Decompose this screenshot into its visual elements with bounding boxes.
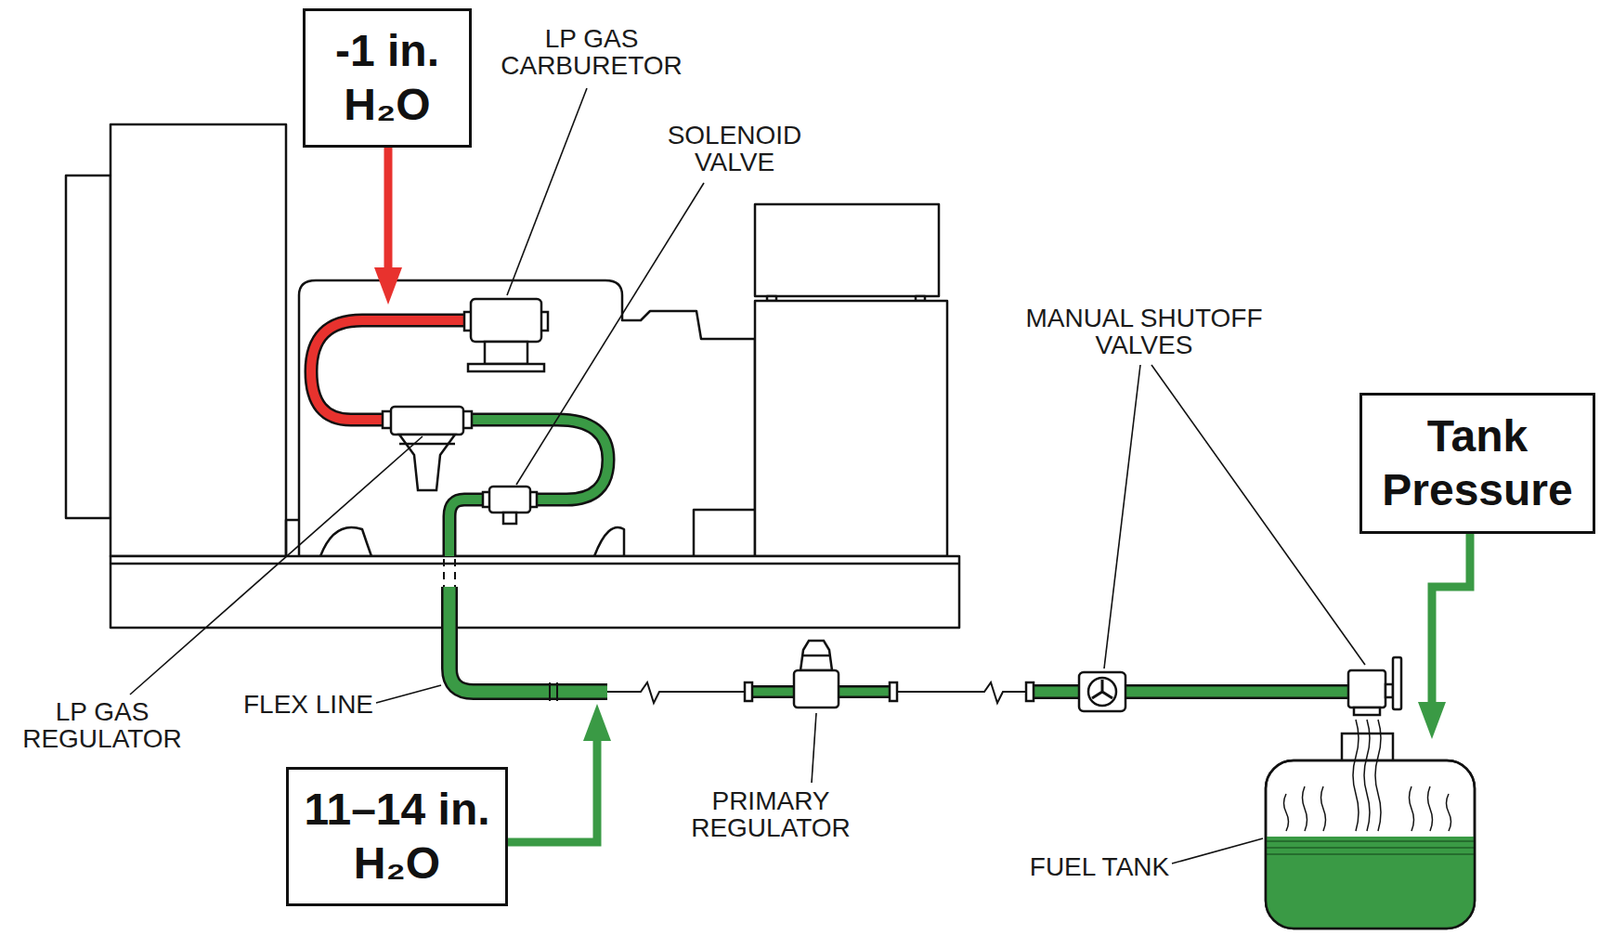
carburetor-part [468,364,545,372]
solenoid-valve-part [489,486,531,513]
primary-regulator [744,640,898,708]
tank-valve-part [1353,707,1380,716]
pressure-arrow-part [583,703,612,742]
fuel-tank-part-part [1265,840,1475,843]
fuel-tank-part-part [1302,786,1308,832]
leader-line-part [1104,364,1141,669]
generator-set-part [693,509,755,557]
part-label: LP GAS CARBURETOR [480,25,703,79]
pressure-arrow-part [1431,533,1470,706]
leader-line-part [516,182,704,485]
generator-set-part [299,280,755,557]
fuel-tank-part-part [1265,836,1475,929]
primary-regulator-part [744,682,753,702]
leader-line-part [811,713,817,783]
pressure-box: 11–14 in. H₂O [286,767,508,907]
generator-set-part [754,204,939,297]
fuel-tank-part-part [1446,793,1452,832]
leader-line [130,88,1366,864]
leader-line-part [130,436,423,695]
generator-set-part [65,175,111,519]
leader-line-part [1151,364,1366,665]
lp-gas-regulator [382,406,472,491]
shutoff-valve-part [1092,679,1113,699]
pressure-arrow-part [1417,702,1446,740]
fuel-tank-part-part [1321,786,1327,832]
solenoid-valve [482,486,537,524]
generator-set-part [110,562,960,566]
generator-set-part [110,124,287,557]
part-label: LP GAS REGULATOR [4,698,200,753]
generator-set-part [320,527,372,557]
fuel-tank-part-part [1265,846,1475,849]
leader-line-part [376,685,442,703]
fuel-tank-part-part [1428,786,1433,832]
primary-regulator-part [889,682,898,702]
pressure-arrow [374,147,1470,843]
tank-valve [1348,657,1402,716]
carburetor-part [470,299,542,342]
lp-gas-regulator-part [390,406,464,435]
pipe-break-part [893,682,1031,703]
shutoff-valve-part [1088,677,1117,706]
pressure-box: Tank Pressure [1359,392,1596,534]
fuel-tank-part-part [1284,793,1289,832]
fuel-tank-part-part [1265,853,1475,856]
part-label: FUEL TANK [1025,853,1174,881]
tank-valve-part [1392,657,1402,710]
fuel-tank-part-part [1352,719,1359,832]
shutoff-valve-part [1026,682,1034,702]
fuel-hose-part [449,586,608,692]
pressure-arrow-part [384,147,393,272]
pressure-value: -1 in. H₂O [305,24,469,131]
fuel-tank-part-part [1409,786,1415,832]
solenoid-valve-part [503,512,517,524]
fuel-tank-part [1265,836,1475,929]
fuel-hose [449,419,1348,702]
hidden-pipe-part [454,559,456,587]
lp-gas-regulator-part [399,434,456,491]
part-label: SOLENOID VALVE [646,121,823,176]
pressure-box: -1 in. H₂O [302,8,472,148]
hidden-pipe [443,559,456,587]
pressure-value: Tank Pressure [1362,409,1593,517]
fuel-hose-part [556,682,559,702]
leader-line-part [1171,838,1263,864]
pipe-break-part [607,682,751,703]
fuel-tank-part [1341,733,1393,764]
tank-valve-part [1348,670,1386,708]
pressure-arrow-part [374,267,403,305]
fuel-tank-part [1265,760,1475,929]
primary-regulator-part [800,640,833,671]
generator-set-part [754,300,948,557]
fuel-tank-part-part [1375,719,1381,832]
carburetor [464,299,548,372]
primary-regulator-part [793,670,839,708]
pressure-value: 11–14 in. H₂O [288,782,506,890]
carburetor-part [484,341,528,365]
leader-line-part [507,88,587,296]
fuel-tank-part [1284,719,1452,832]
generator-set [65,124,960,628]
part-label: PRIMARY REGULATOR [668,787,873,842]
fuel-tank [1265,719,1475,935]
vapor-hose-part [311,320,465,420]
shutoff-valve [1026,672,1126,712]
lp-gas-regulator-part [399,442,456,446]
generator-set-part [594,527,625,557]
primary-regulator-part [802,654,831,658]
pressure-arrow-part [507,737,598,843]
hidden-pipe-part [442,559,445,587]
part-label: MANUAL SHUTOFF VALVES [1004,304,1284,359]
generator-set-part [110,556,960,628]
fuel-hose-part [548,682,551,702]
part-label: FLEX LINE [229,690,388,718]
vapor-hose-part [311,320,465,420]
vapor-hose [311,320,465,420]
fuel-hose-part [449,586,608,692]
shutoff-valve-part [1079,672,1126,712]
fuel-tank-part-part [1364,719,1370,832]
